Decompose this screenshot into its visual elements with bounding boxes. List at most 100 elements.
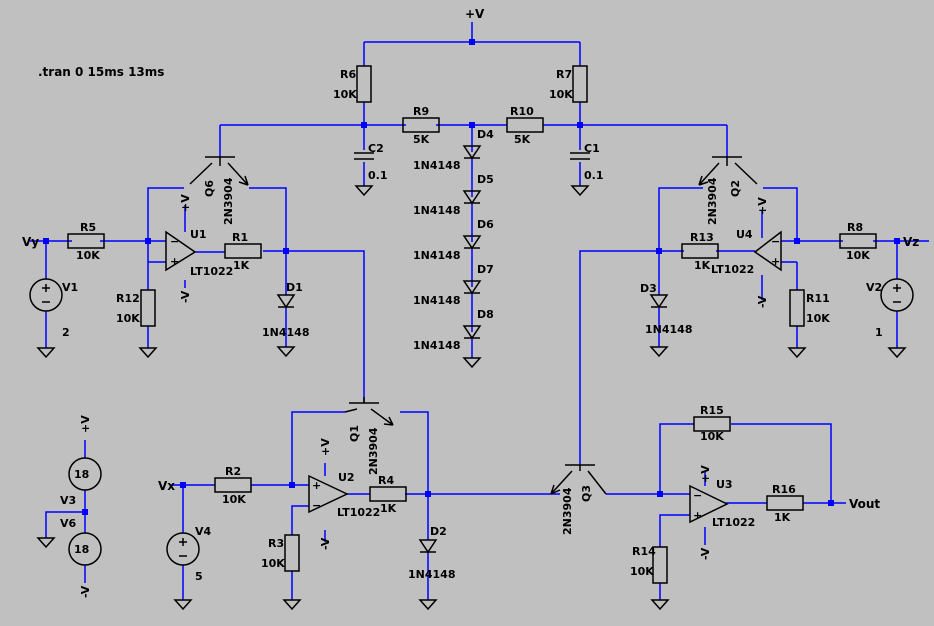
value-v3: 18 [74,468,89,481]
model-q2: 2N3904 [706,177,719,225]
label-r16: R16 [772,483,796,496]
diode-d1[interactable]: D1 1N4148 [262,281,309,357]
value-r2: 10K [222,493,246,506]
resistor-r9[interactable]: R9 5K [402,105,440,146]
resistor-r11[interactable]: R11 10K [789,289,830,327]
label-u4: U4 [736,228,753,241]
u4-inverting-sign: − [771,235,780,248]
opamp-u2[interactable]: + − U2 LT1022 [308,471,380,519]
value-v4: 5 [195,570,203,583]
model-q6: 2N3904 [222,177,235,225]
diode-d5[interactable]: D5 1N4148 [413,173,494,217]
u1-inverting-sign: − [170,235,179,248]
net-label-vz: Vz [903,235,919,249]
resistor-r14[interactable]: R14 10K [630,545,668,584]
label-r15: R15 [700,404,724,417]
u1-noninverting-sign: + [170,255,179,268]
capacitor-c1[interactable]: C1 0.1 [569,142,604,196]
model-q1: 2N3904 [367,427,380,475]
resistor-r6[interactable]: R6 10K [333,65,372,103]
u2-noninverting-sign: + [312,479,321,492]
transistor-q1[interactable]: Q1 2N3904 [344,397,394,475]
model-d6: 1N4148 [413,249,460,262]
value-c1: 0.1 [584,169,604,182]
source-v3[interactable]: 18 V3 [60,457,102,507]
transistor-q6[interactable]: Q6 2N3904 [189,156,249,225]
value-c2: 0.1 [368,169,388,182]
label-v1: V1 [62,281,78,294]
opamp-u1[interactable]: − + U1 LT1022 [165,228,233,278]
transistor-q3[interactable]: Q3 2N3904 [550,464,607,535]
label-r4: R4 [378,474,394,487]
resistor-r7[interactable]: R7 10K [549,65,588,103]
capacitor-c2[interactable]: C2 0.1 [353,142,388,196]
diode-d2[interactable]: D2 1N4148 [408,525,455,610]
source-v4[interactable]: V4 5 [166,525,212,583]
label-v4: V4 [195,525,212,538]
value-r13: 1K [694,259,711,272]
resistor-r3[interactable]: R3 10K [261,534,300,572]
diode-d8[interactable]: D8 1N4148 [413,308,494,352]
resistor-r13[interactable]: R13 1K [681,231,719,272]
model-u3: LT1022 [712,516,755,529]
resistor-r5[interactable]: R5 10K [67,221,105,262]
resistor-r16[interactable]: R16 1K [766,483,804,524]
net-label-u2-vplus: +V [319,438,332,456]
opamp-u3[interactable]: − + U3 LT1022 [689,478,755,529]
value-r5: 10K [76,249,100,262]
model-d7: 1N4148 [413,294,460,307]
opamp-u4[interactable]: − + U4 LT1022 [711,228,782,276]
net-label-vout: Vout [849,497,880,511]
label-c1: C1 [584,142,600,155]
diode-d7[interactable]: D7 1N4148 [413,263,494,307]
spice-directive: .tran 0 15ms 13ms [38,65,164,79]
value-r10: 5K [514,133,531,146]
diode-d6[interactable]: D6 1N4148 [413,218,494,262]
value-r12: 10K [116,312,140,325]
transistor-q2[interactable]: Q2 2N3904 [698,156,758,225]
resistor-r10[interactable]: R10 5K [506,105,544,146]
u3-noninverting-sign: + [693,509,702,522]
value-r7: 10K [549,88,573,101]
net-label-v6-vminus: -V [79,585,92,598]
net-label-vx: Vx [158,479,175,493]
label-u2: U2 [338,471,355,484]
resistor-r2[interactable]: R2 10K [214,465,252,506]
label-u3: U3 [716,478,733,491]
net-label-vplus-top: +V [465,7,485,21]
net-label-u2-vminus: -V [319,537,332,550]
value-r15: 10K [700,430,724,443]
model-d5: 1N4148 [413,204,460,217]
source-v2[interactable]: V2 1 [866,278,914,339]
model-d8: 1N4148 [413,339,460,352]
resistor-r1[interactable]: R1 1K [224,231,262,272]
label-r1: R1 [232,231,248,244]
model-u1: LT1022 [190,265,233,278]
label-q3: Q3 [580,485,593,502]
net-label-vy: Vy [22,235,39,249]
source-v1[interactable]: V1 2 [29,278,78,339]
label-r6: R6 [340,68,356,81]
model-d4: 1N4148 [413,159,460,172]
value-r1: 1K [233,259,250,272]
net-label-u4-vminus: -V [756,295,769,308]
model-u4: LT1022 [711,263,754,276]
label-v3: V3 [60,494,76,507]
wiring [30,22,929,600]
label-d1: D1 [286,281,303,294]
diode-d4[interactable]: D4 1N4148 [413,128,494,172]
resistor-r8[interactable]: R8 10K [839,221,877,262]
net-label-v3-vplus: +V [79,415,92,433]
source-v6[interactable]: 18 V6 [60,517,102,566]
label-d4: D4 [477,128,494,141]
label-r5: R5 [80,221,96,234]
label-r3: R3 [268,537,284,550]
resistor-r15[interactable]: R15 10K [693,404,731,443]
diode-d3[interactable]: D3 1N4148 [640,282,692,357]
resistor-r4[interactable]: R4 1K [369,474,407,515]
label-u1: U1 [190,228,207,241]
u2-inverting-sign: − [312,499,321,512]
resistor-r12[interactable]: R12 10K [116,289,156,327]
label-r10: R10 [510,105,534,118]
